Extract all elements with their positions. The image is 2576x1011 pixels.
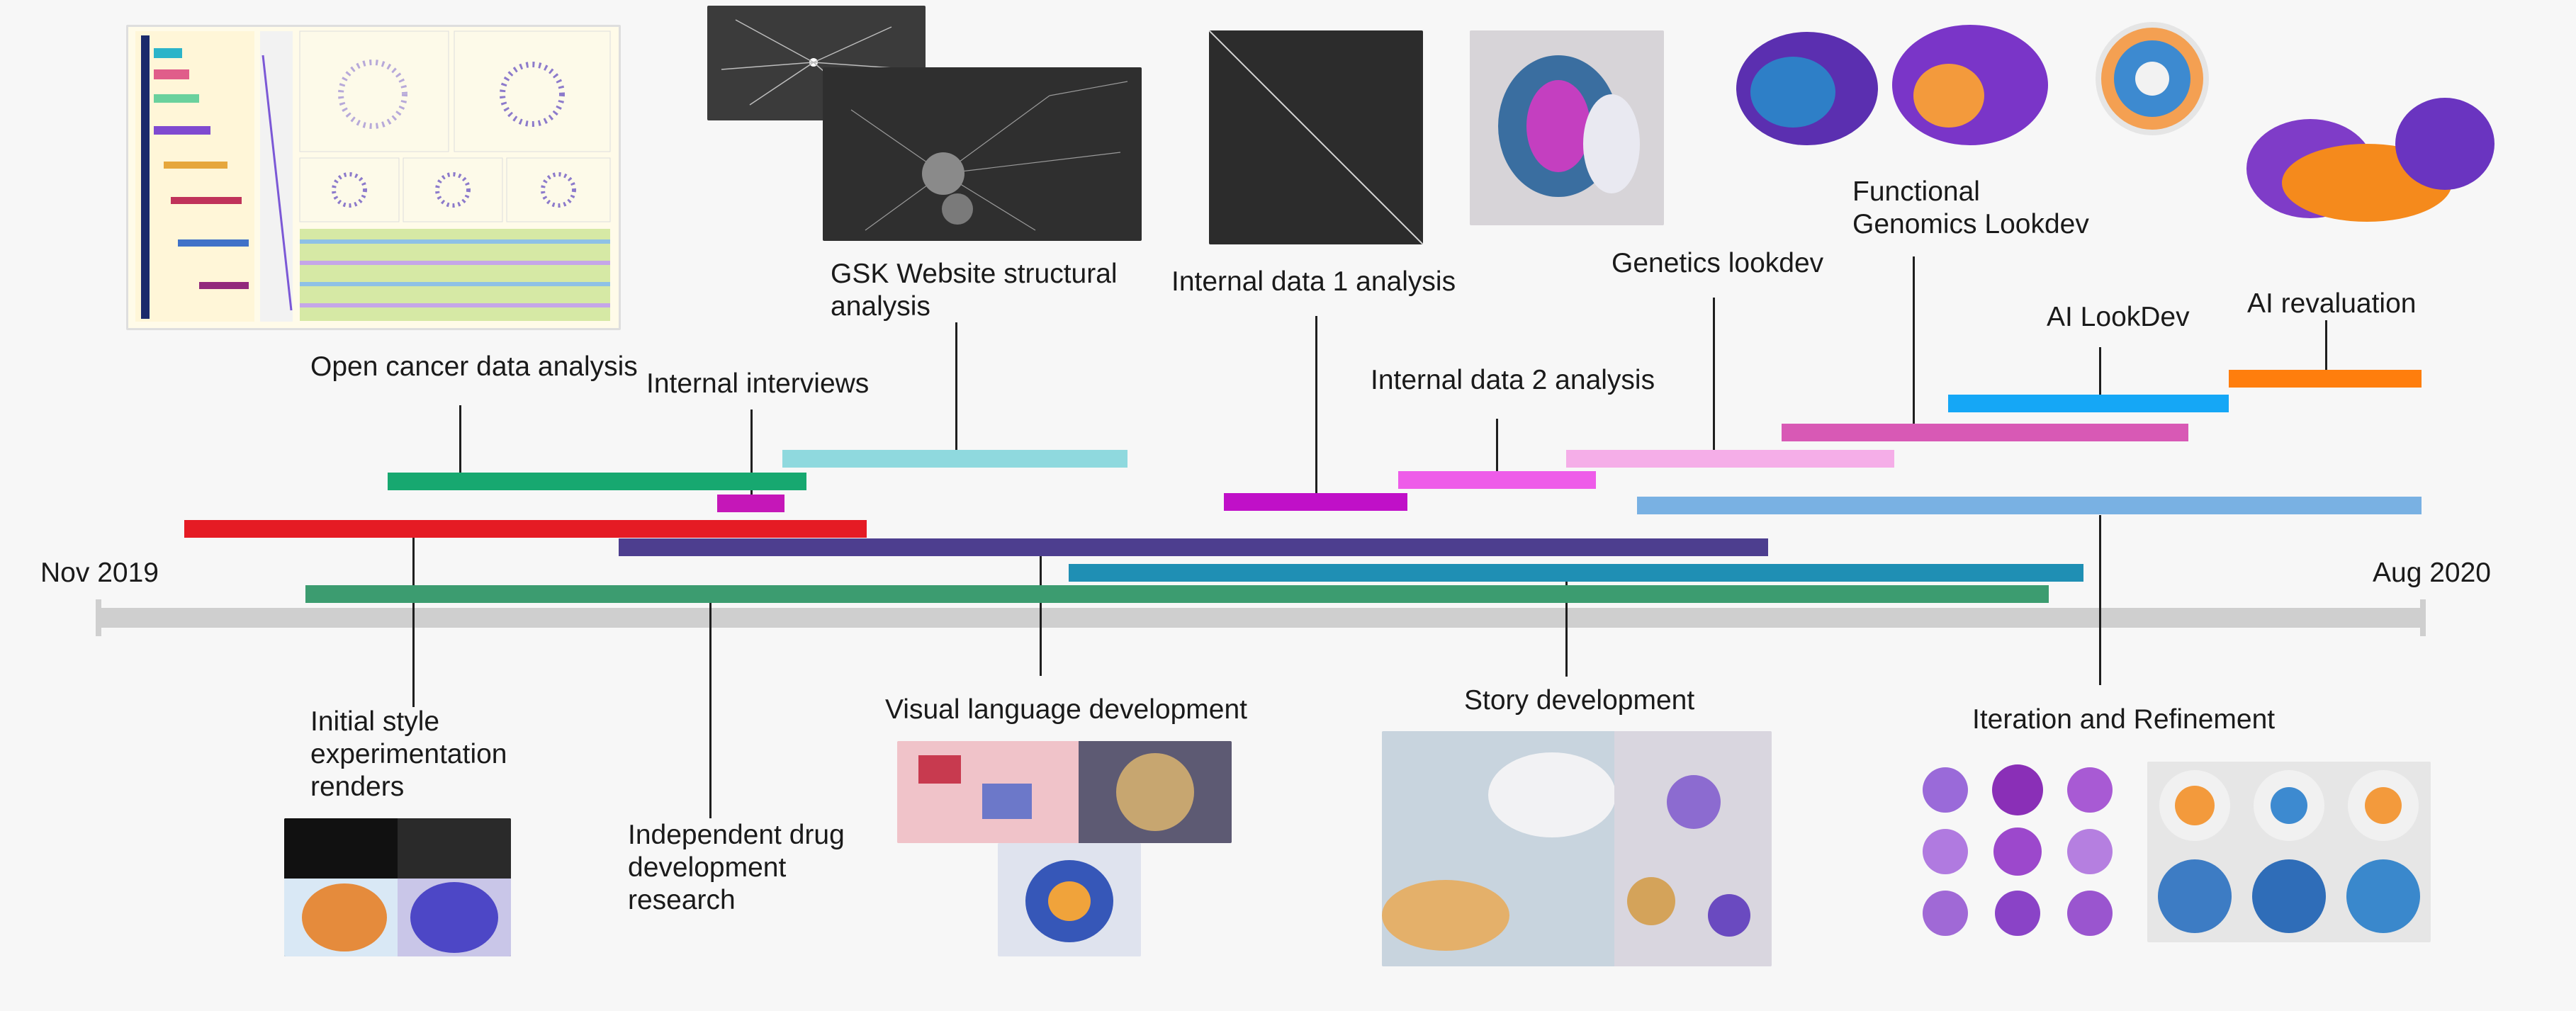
bar-ai-lookdev — [1948, 395, 2229, 412]
label-visual-language: Visual language development — [885, 694, 1247, 725]
leader-ai-revaluation — [2325, 320, 2327, 370]
leader-internal-data-2 — [1496, 419, 1498, 472]
render-collage — [897, 741, 1232, 843]
render-collage — [284, 818, 511, 956]
story-development-thumbnail — [1382, 731, 1772, 966]
genetics-render-thumbnail — [1470, 30, 1664, 225]
functional-genomics-render-thumbnail — [1715, 14, 2069, 156]
label-independent-drug: Independent drug development research — [628, 820, 845, 915]
leader-ai-lookdev — [2099, 347, 2101, 395]
bar-ai-revaluation — [2229, 370, 2422, 388]
label-genetics-lookdev: Genetics lookdev — [1612, 248, 1824, 278]
leader-gsk-website — [955, 322, 957, 450]
leader-initial-style — [412, 529, 415, 707]
leader-iteration-refinement — [2099, 515, 2101, 685]
bar-gsk-website — [782, 450, 1127, 468]
label-gsk-website: GSK Website structural analysis — [831, 259, 1118, 322]
render-collage — [1382, 731, 1772, 966]
label-internal-data-2: Internal data 2 analysis — [1371, 365, 1655, 395]
label-functional-genomics: Functional Genomics Lookdev — [1852, 176, 2089, 239]
iteration-refinement-thumbnail-left — [1910, 762, 2126, 942]
gsk-website-graph-thumbnail-front — [823, 67, 1142, 241]
label-ai-lookdev: AI LookDev — [2047, 302, 2190, 332]
label-iteration-refinement: Iteration and Refinement — [1972, 704, 2276, 735]
label-ai-revaluation: AI revaluation — [2247, 288, 2417, 319]
bar-open-cancer-data — [388, 473, 806, 490]
bar-genetics-lookdev — [1566, 450, 1894, 468]
bar-internal-data-2 — [1398, 471, 1596, 489]
timeline-axis-end-cap — [2420, 599, 2426, 636]
internal-data-1-matrix-thumbnail — [1209, 30, 1423, 244]
bar-iteration-refinement — [1637, 497, 2422, 514]
timeline-end-label: Aug 2020 — [2373, 558, 2491, 588]
leader-internal-interviews — [750, 410, 753, 495]
timeline-axis — [96, 608, 2425, 628]
initial-style-renders-thumbnail — [284, 818, 511, 956]
label-story-development: Story development — [1464, 685, 1695, 716]
timeline-start-label: Nov 2019 — [40, 558, 159, 588]
render-grid — [2158, 770, 2420, 933]
leader-story-development — [1565, 577, 1568, 677]
leader-internal-data-1 — [1315, 316, 1317, 493]
visual-language-thumbnail-top — [897, 741, 1232, 843]
label-internal-data-1: Internal data 1 analysis — [1171, 266, 1456, 297]
open-cancer-data-thumbnail — [126, 25, 621, 330]
label-open-cancer-data: Open cancer data analysis — [310, 351, 638, 382]
molecule-render — [2246, 98, 2495, 222]
molecule-render — [1736, 25, 2048, 145]
label-internal-interviews: Internal interviews — [646, 368, 870, 399]
label-initial-style: Initial style experimentation renders — [310, 706, 507, 802]
network-graph-figure — [850, 81, 1128, 231]
bar-internal-data-1 — [1224, 493, 1407, 511]
ai-revaluation-render-thumbnail — [2225, 77, 2498, 232]
leader-genetics-lookdev — [1713, 298, 1715, 450]
ai-lookdev-render-thumbnail — [2073, 16, 2232, 142]
leader-open-cancer-data — [459, 405, 461, 475]
iteration-refinement-thumbnail-right — [2147, 762, 2431, 942]
render-grid — [1923, 764, 2113, 936]
open-cancer-data-figure — [135, 30, 611, 322]
bar-independent-drug — [305, 585, 2049, 603]
bar-visual-language — [619, 538, 1768, 556]
bar-initial-style — [184, 520, 867, 538]
leader-visual-language — [1040, 555, 1042, 676]
bar-functional-genomics — [1782, 424, 2188, 441]
visual-language-thumbnail-bottom — [998, 843, 1141, 956]
leader-independent-drug — [709, 602, 712, 818]
leader-functional-genomics — [1913, 256, 1915, 424]
bar-internal-interviews — [717, 495, 784, 512]
matrix-figure — [1209, 30, 1423, 244]
molecule-render — [1025, 860, 1113, 942]
molecule-render — [1498, 55, 1640, 197]
molecule-render — [2096, 22, 2209, 135]
timeline-axis-start-cap — [96, 599, 101, 636]
bar-story-development — [1069, 564, 2083, 582]
